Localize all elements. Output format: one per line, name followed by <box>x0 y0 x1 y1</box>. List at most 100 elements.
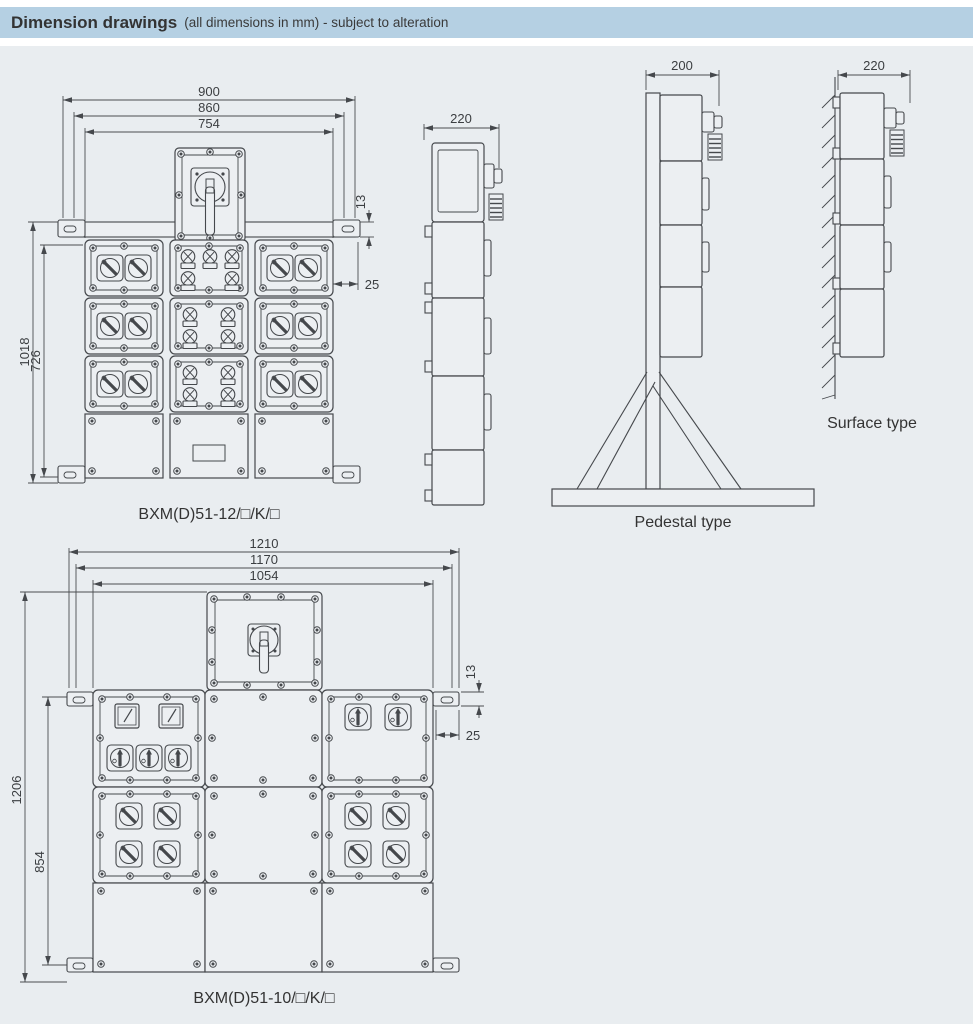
panel-box-blank <box>204 786 323 884</box>
panel-row <box>92 786 434 884</box>
dim-depth-pedestal: 200 <box>671 58 693 73</box>
rotary-switch-icon <box>123 253 153 283</box>
panel-box-blank <box>204 689 323 788</box>
pedestal-legs <box>576 371 742 490</box>
socket-icon <box>220 307 236 328</box>
name-plate <box>192 444 226 462</box>
mounting-brackets <box>66 691 460 973</box>
panel-box-2switch <box>84 355 164 413</box>
dimensions-front-10: 1210 1170 1054 1206 854 13 25 <box>9 536 484 983</box>
rotary-switch-icon <box>114 801 144 831</box>
surface-boxes <box>832 92 905 358</box>
socket-icon <box>220 365 236 386</box>
socket-icon <box>180 271 196 292</box>
rotary-switch-icon <box>343 702 373 732</box>
page-subtitle: (all dimensions in mm) - subject to alte… <box>184 15 449 30</box>
dim-width-inner: 754 <box>198 116 220 131</box>
surface-caption: Surface type <box>827 415 917 432</box>
socket-icon <box>224 249 240 270</box>
panel-box-2switch <box>84 239 164 297</box>
socket-icon <box>182 387 198 408</box>
panel-row <box>84 297 334 355</box>
rotary-switch-icon <box>114 839 144 869</box>
side-profile <box>424 142 504 506</box>
rotary-switch-icon <box>123 311 153 341</box>
panel-box-2switch <box>254 355 334 413</box>
rotary-switch-icon <box>134 743 164 773</box>
dim-depth-side: 220 <box>450 111 472 126</box>
rotary-switch-icon <box>381 839 411 869</box>
pedestal-base <box>551 488 815 507</box>
panel-row <box>84 355 334 413</box>
dim-depth-surface: 220 <box>863 58 885 73</box>
rotary-switch-icon <box>343 839 373 869</box>
dim-bracket-offset: 25 <box>466 728 480 743</box>
socket-icon <box>202 249 218 270</box>
rotary-switch-icon <box>293 253 323 283</box>
panel-box-2switch <box>84 297 164 355</box>
panel-box-sockets <box>169 297 249 355</box>
model-label-10: BXM(D)51-10/□/K/□ <box>193 990 334 1007</box>
drawing-front-view-12: 900 860 754 1018 726 13 25 BXM(D)51-12/□… <box>17 84 379 523</box>
panel-box-2switch <box>254 239 334 297</box>
section-header: Dimension drawings (all dimensions in mm… <box>0 7 973 38</box>
side-handle <box>483 163 504 221</box>
dim-bracket-offset: 25 <box>365 277 379 292</box>
rotary-switch-icon <box>265 369 295 399</box>
panel-row-blank <box>92 882 434 973</box>
socket-icon <box>220 387 236 408</box>
rotary-switch-icon <box>293 311 323 341</box>
dim-height-outer: 1206 <box>9 776 24 805</box>
drawing-front-view-10: 1210 1170 1054 1206 854 13 25 BXM(D)51-1… <box>9 536 484 1007</box>
dimensions-front-12: 900 860 754 1018 726 13 25 <box>17 84 379 484</box>
main-rotary-switch-icon <box>247 623 281 674</box>
meter-window-icon <box>114 703 140 729</box>
panel-box-4switch <box>92 786 206 884</box>
panel-box-sockets <box>169 355 249 413</box>
rotary-switch-icon <box>105 743 135 773</box>
panel-row <box>84 239 334 297</box>
drawing-surface-type: 220 Surface type <box>821 58 917 432</box>
rotary-switch-icon <box>293 369 323 399</box>
dim-width-mid: 860 <box>198 100 220 115</box>
pedestal-caption: Pedestal type <box>635 514 732 531</box>
dim-bracket-height: 13 <box>353 195 368 209</box>
panel-box-sockets <box>169 239 249 297</box>
panel-box-meters-switches <box>92 689 206 788</box>
main-switch-box <box>206 591 323 691</box>
meter-window-icon <box>158 703 184 729</box>
dim-height-inner: 726 <box>28 350 43 372</box>
rotary-switch-icon <box>95 311 125 341</box>
side-handle <box>701 111 723 161</box>
rotary-switch-icon <box>383 702 413 732</box>
dim-height-inner: 854 <box>32 851 47 873</box>
drawing-panel: 900 860 754 1018 726 13 25 BXM(D)51-12/□… <box>0 46 973 1024</box>
socket-icon <box>182 307 198 328</box>
main-rotary-switch-icon <box>190 167 230 236</box>
socket-icon <box>182 329 198 350</box>
rotary-switch-icon <box>381 801 411 831</box>
rotary-switch-icon <box>152 839 182 869</box>
rotary-switch-icon <box>163 743 193 773</box>
dim-width-mid: 1170 <box>250 552 278 567</box>
side-handle <box>883 107 905 157</box>
rotary-switch-icon <box>265 311 295 341</box>
dim-width-outer: 900 <box>198 84 220 99</box>
panel-box-2switch <box>321 689 434 788</box>
dim-width-outer: 1210 <box>250 536 279 551</box>
dim-height-outer: 1018 <box>17 338 32 367</box>
rotary-switch-icon <box>123 369 153 399</box>
panel-box-4switch <box>321 786 434 884</box>
panel-box-2switch <box>254 297 334 355</box>
dim-bracket-height: 13 <box>463 665 478 679</box>
pedestal-pole <box>645 92 661 490</box>
model-label-12: BXM(D)51-12/□/K/□ <box>138 506 279 523</box>
rotary-switch-icon <box>95 253 125 283</box>
rotary-switch-icon <box>343 801 373 831</box>
dim-width-inner: 1054 <box>250 568 279 583</box>
pedestal-boxes <box>659 94 723 358</box>
drawing-pedestal-type: 200 Pedestal type <box>551 58 815 531</box>
rotary-switch-icon <box>152 801 182 831</box>
rotary-switch-icon <box>265 253 295 283</box>
socket-icon <box>220 329 236 350</box>
